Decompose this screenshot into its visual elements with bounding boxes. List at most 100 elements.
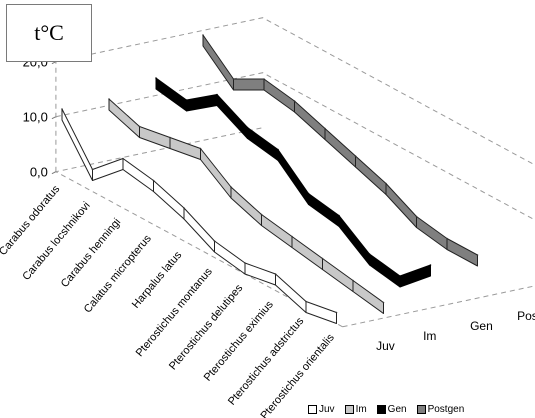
- series-postgen-point: [202, 34, 204, 36]
- series-gen-segment: [186, 94, 218, 112]
- series-juv-point: [91, 168, 94, 171]
- series-im-point: [291, 235, 293, 238]
- series-gen-point: [246, 126, 249, 129]
- series-postgen-segment: [416, 216, 448, 250]
- series-gen-segment: [338, 215, 370, 266]
- series-juv-point: [244, 262, 246, 264]
- series-postgen-point: [446, 237, 448, 240]
- series-postgen-segment: [324, 128, 356, 168]
- series-im-segment: [322, 258, 354, 292]
- series-juv-point: [274, 273, 277, 275]
- series-im-point: [352, 279, 354, 282]
- series-gen-point: [185, 99, 188, 101]
- series-gen-segment: [155, 77, 187, 112]
- y-tick-mark: [51, 61, 57, 65]
- series-juv-segment: [122, 158, 154, 192]
- series-im-point: [260, 213, 263, 216]
- legend-label-postgen: Postgen: [427, 403, 465, 415]
- series-im-segment: [108, 98, 140, 138]
- series-postgen-point: [415, 215, 418, 218]
- series-postgen-segment: [263, 78, 295, 113]
- series-im-point: [169, 136, 171, 139]
- category-label-pterostichus-delutipes: Pterostichus delutipes: [167, 282, 246, 373]
- series-gen-point: [368, 253, 371, 255]
- series-im-point: [382, 301, 385, 304]
- series-juv-point: [61, 108, 63, 110]
- category-label-pterostichus-adstrictus: Pterostichus adstrictus: [226, 315, 307, 408]
- series-postgen-segment: [385, 183, 417, 228]
- legend-item-juv: Juv: [308, 404, 335, 415]
- series-juv-segment: [275, 273, 307, 313]
- series-juv-segment: [92, 158, 124, 181]
- legend-swatch-im: [344, 404, 354, 414]
- y-tick-mark: [51, 171, 57, 175]
- series-postgen-point: [263, 78, 265, 80]
- y-tick-label: 0,0: [30, 165, 48, 180]
- legend-label-im: Im: [355, 403, 367, 415]
- unit-label: t°C: [34, 20, 64, 45]
- depth-label-juv: Juv: [376, 339, 395, 353]
- series-gen-segment: [247, 127, 279, 161]
- series-postgen-segment: [355, 155, 387, 195]
- depth-label-im: Im: [423, 329, 436, 343]
- series-juv-point: [183, 207, 185, 209]
- legend-item-gen: Gen: [376, 403, 407, 415]
- series-gen-segment: [308, 193, 340, 227]
- legend-item-postgen: Postgen: [416, 403, 465, 415]
- series-im-point: [230, 186, 232, 188]
- legend-item-im: Im: [344, 403, 367, 415]
- legend-label-gen: Gen: [387, 403, 407, 415]
- series-im-segment: [200, 148, 232, 199]
- series-juv-segment: [214, 240, 246, 275]
- series-gen-point: [307, 192, 310, 195]
- series-juv-point: [213, 240, 216, 242]
- series-juv-segment: [305, 301, 337, 324]
- series-gen-point: [338, 214, 340, 217]
- series-im-point: [321, 257, 324, 260]
- series-gen-point: [399, 275, 401, 277]
- series-gen-segment: [216, 94, 248, 139]
- depth-label-gen: Gen: [470, 319, 493, 333]
- legend: Juv Im Gen Postgen: [308, 402, 464, 416]
- series-im-segment: [352, 280, 384, 314]
- series-im-segment: [291, 236, 323, 270]
- series-postgen-point: [324, 127, 326, 130]
- series-im-point: [138, 125, 141, 128]
- category-label-pterostichus-montanus: Pterostichus montanus: [134, 265, 215, 359]
- series-juv-point: [152, 179, 155, 182]
- series-postgen-point: [385, 182, 387, 185]
- series-postgen-point: [354, 155, 357, 157]
- series-postgen-segment: [446, 238, 478, 267]
- series-gen-point: [277, 148, 279, 151]
- series-juv-point: [305, 300, 307, 303]
- series-im-point: [108, 98, 110, 100]
- series-im-segment: [261, 214, 293, 248]
- series-juv-point: [335, 311, 338, 314]
- legend-label-juv: Juv: [319, 403, 335, 415]
- y-tick-mark: [51, 116, 57, 120]
- y-tick-label: 10,0: [23, 110, 48, 125]
- gridline: [55, 72, 535, 221]
- series-postgen-segment: [294, 100, 326, 140]
- depth-label-postgen: Postgen: [517, 309, 535, 323]
- series-postgen-point: [476, 254, 479, 256]
- series-postgen-segment: [233, 78, 265, 91]
- series-im-segment: [169, 137, 201, 160]
- legend-swatch-gen: [376, 404, 386, 414]
- legend-swatch-postgen: [416, 404, 426, 414]
- series-im-segment: [230, 186, 262, 226]
- series-gen-point: [429, 264, 432, 266]
- series-gen-segment: [369, 253, 401, 288]
- legend-swatch-juv: [308, 404, 317, 414]
- series-postgen-point: [293, 100, 296, 102]
- series-juv-point: [122, 157, 124, 160]
- series-juv-segment: [183, 207, 215, 253]
- series-juv-segment: [153, 180, 185, 220]
- series-postgen-point: [232, 78, 235, 80]
- series-gen-segment: [277, 149, 309, 205]
- unit-label-box: t°C: [6, 4, 92, 62]
- series-im-point: [199, 147, 202, 150]
- series-gen-segment: [399, 264, 431, 288]
